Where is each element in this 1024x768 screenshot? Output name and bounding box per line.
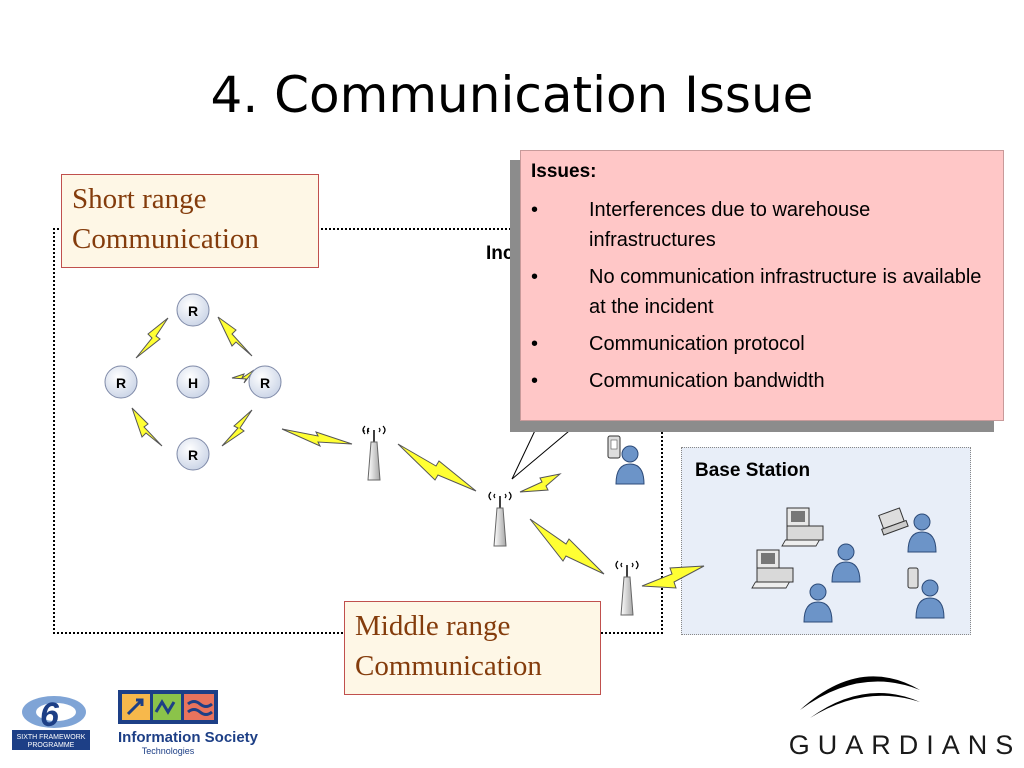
- lightning-icon: [131, 407, 163, 447]
- person-with-phone-icon: [607, 435, 645, 485]
- antenna-tower-icon: [615, 560, 639, 616]
- issue-text: Communication protocol: [589, 333, 805, 355]
- slide-title: 4. Communication Issue: [210, 66, 814, 124]
- person-icon: [803, 583, 833, 623]
- information-society-logo: Information Society Technologies: [118, 690, 259, 756]
- node-bottom-label: R: [188, 447, 198, 463]
- node-left-label: R: [116, 375, 126, 391]
- lightning-icon: [221, 409, 253, 447]
- issue-text: No communication infrastructure is avail…: [589, 266, 982, 318]
- bullet: •: [531, 333, 539, 355]
- node-right-label: R: [260, 375, 270, 391]
- sixth-framework-logo: 6 SIXTH FRAMEWORK PROGRAMME: [12, 690, 90, 750]
- person-icon: [831, 543, 861, 583]
- information-society-text: Information Society: [118, 729, 259, 746]
- antenna-tower-icon: [362, 425, 386, 481]
- issue-text: Communication bandwidth: [589, 370, 825, 392]
- node-top: R: [176, 293, 210, 327]
- svg-text:6: 6: [40, 696, 60, 734]
- person-with-phone-icon: [907, 567, 945, 619]
- middle-range-label: Middle range Communication: [344, 601, 601, 695]
- information-society-subtext: Technologies: [142, 746, 195, 756]
- lightning-icon: [281, 428, 353, 448]
- lightning-icon: [529, 518, 605, 575]
- bullet: •: [531, 370, 539, 392]
- desktop-computer-icon: [751, 549, 794, 589]
- node-top-label: R: [188, 303, 198, 319]
- lightning-icon: [641, 565, 705, 589]
- issues-box: Issues: • Interferences due to warehouse…: [520, 150, 1004, 421]
- person-icon: [907, 513, 937, 553]
- bullet: •: [531, 199, 539, 221]
- base-station-label: Base Station: [695, 460, 811, 481]
- node-right: R: [248, 365, 282, 399]
- bullet: •: [531, 266, 539, 288]
- sixth-framework-line2: PROGRAMME: [28, 742, 75, 749]
- lightning-icon: [519, 473, 562, 493]
- issues-title: Issues:: [531, 161, 597, 182]
- short-range-label: Short range Communication: [61, 174, 319, 268]
- guardians-text: GUARDIANS: [789, 730, 1022, 760]
- lightning-icon: [397, 443, 477, 492]
- node-center-label: H: [188, 375, 198, 391]
- sixth-framework-line1: SIXTH FRAMEWORK: [17, 734, 86, 741]
- node-bottom: R: [176, 437, 210, 471]
- incident-label: Inc: [486, 243, 514, 264]
- guardians-logo: GUARDIANS: [789, 676, 1022, 760]
- laptop-icon: [878, 507, 909, 536]
- issue-text: Interferences due to warehouse infrastru…: [589, 199, 871, 251]
- node-center: H: [176, 365, 210, 399]
- node-left: R: [104, 365, 138, 399]
- desktop-computer-icon: [781, 507, 824, 547]
- lightning-icon: [135, 317, 169, 359]
- antenna-tower-icon: [488, 491, 512, 547]
- lightning-icon: [217, 316, 253, 357]
